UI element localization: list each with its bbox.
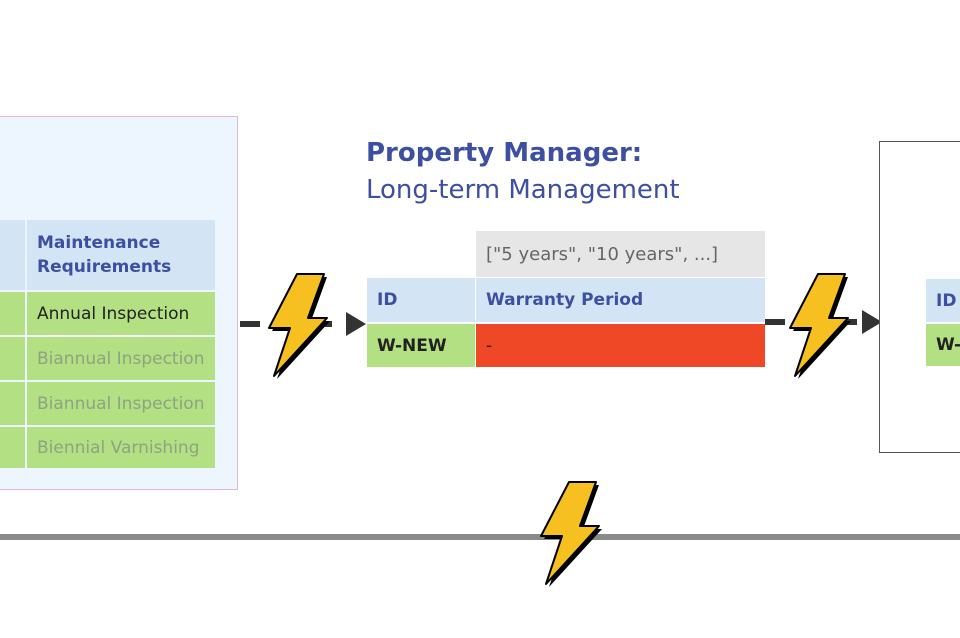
lightning-bolt-icon (540, 481, 602, 587)
left-id-cell (0, 292, 25, 335)
page-title: Property Manager: (366, 138, 643, 168)
maintenance-header: Maintenance Requirements (27, 220, 215, 290)
lightning-bolt-icon (268, 273, 330, 379)
left-id-cell (0, 337, 25, 380)
maintenance-row: Biennial Varnishing (27, 427, 215, 468)
warranty-period-header: Warranty Period (476, 278, 765, 322)
row-id-cell: W-NEW (367, 324, 475, 367)
maintenance-row: Biannual Inspection (27, 382, 215, 425)
warranty-value-cell-error[interactable]: - (476, 324, 765, 367)
left-panel: Maintenance Requirements Annual Inspecti… (0, 116, 238, 490)
left-id-header (0, 220, 25, 290)
id-column-header: ID (367, 278, 475, 322)
right-id-header: ID (926, 279, 960, 322)
maintenance-row: Biannual Inspection (27, 337, 215, 380)
maintenance-row: Annual Inspection (27, 292, 215, 335)
right-id-cell: W- (926, 324, 960, 366)
options-hint: ["5 years", "10 years", ...] (476, 231, 765, 277)
left-id-cell (0, 382, 25, 425)
left-id-cell (0, 427, 25, 468)
lightning-bolt-icon (789, 273, 851, 379)
page-subtitle: Long-term Management (366, 175, 680, 205)
right-panel: ID W- (879, 141, 960, 453)
